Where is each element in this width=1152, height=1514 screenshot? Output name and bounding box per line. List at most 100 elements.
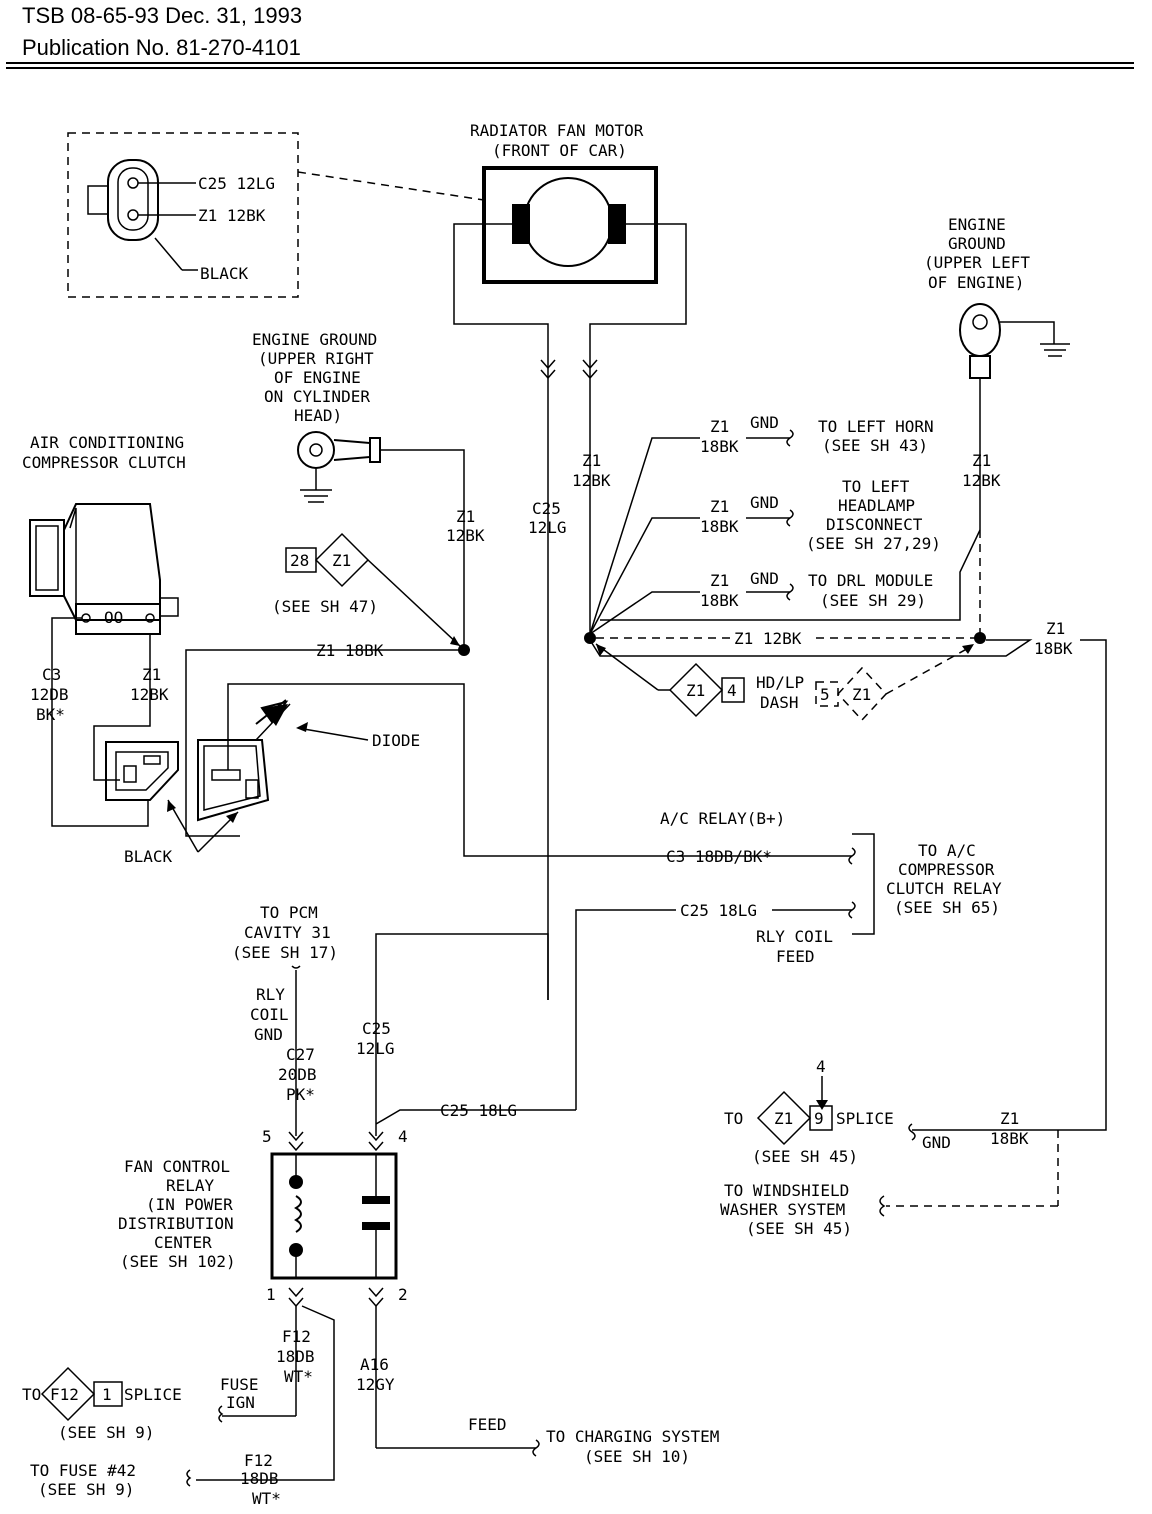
svg-text:(SEE SH 43): (SEE SH 43): [822, 436, 928, 455]
svg-text:CAVITY 31: CAVITY 31: [244, 923, 331, 942]
svg-text:Z1: Z1: [142, 665, 161, 684]
svg-text:(SEE SH 9): (SEE SH 9): [38, 1480, 134, 1499]
svg-text:TO CHARGING SYSTEM: TO CHARGING SYSTEM: [546, 1427, 719, 1446]
svg-text:18BK: 18BK: [1034, 639, 1073, 658]
svg-text:(SEE SH 17): (SEE SH 17): [232, 943, 338, 962]
svg-text:12BK: 12BK: [446, 526, 485, 545]
svg-text:A16: A16: [360, 1355, 389, 1374]
svg-text:Z1: Z1: [852, 685, 871, 704]
connector-inset: C25 12LG Z1 12BK BLACK: [67, 132, 485, 298]
svg-text:COMPRESSOR CLUTCH: COMPRESSOR CLUTCH: [22, 453, 186, 472]
header-rule-top: [6, 62, 1134, 64]
svg-text:PK*: PK*: [286, 1085, 315, 1104]
svg-text:AIR CONDITIONING: AIR CONDITIONING: [30, 433, 184, 452]
svg-text:A/C RELAY(B+): A/C RELAY(B+): [660, 809, 785, 828]
ac-relay-section: A/C RELAY(B+) C3 18DB/BK* TO A/C COMPRES…: [575, 809, 1002, 1110]
svg-text:GND: GND: [750, 493, 779, 512]
svg-text:C25 18LG: C25 18LG: [680, 901, 757, 920]
svg-text:WT*: WT*: [252, 1489, 281, 1508]
svg-text:(SEE SH 27,29): (SEE SH 27,29): [806, 534, 941, 553]
svg-text:5: 5: [820, 685, 830, 704]
svg-text:18BK: 18BK: [700, 517, 739, 536]
svg-text:12LG: 12LG: [356, 1039, 395, 1058]
svg-text:1: 1: [102, 1385, 112, 1404]
svg-text:1: 1: [266, 1285, 276, 1304]
svg-text:FUSE: FUSE: [220, 1375, 259, 1394]
inset-c25-label: C25 12LG: [198, 174, 275, 193]
svg-text:BK*: BK*: [36, 705, 65, 724]
svg-text:Z1: Z1: [332, 551, 351, 570]
svg-text:SPLICE: SPLICE: [836, 1109, 894, 1128]
svg-text:OO: OO: [104, 608, 123, 627]
svg-text:Z1: Z1: [1046, 619, 1065, 638]
svg-text:ON CYLINDER: ON CYLINDER: [264, 387, 370, 406]
svg-text:FAN CONTROL: FAN CONTROL: [124, 1157, 230, 1176]
svg-text:(IN POWER: (IN POWER: [146, 1195, 233, 1214]
engine-ground-upper-right: ENGINE GROUND (UPPER RIGHT OF ENGINE ON …: [252, 330, 567, 650]
svg-text:(SEE SH 45): (SEE SH 45): [752, 1147, 858, 1166]
svg-text:(SEE SH 47): (SEE SH 47): [272, 597, 378, 616]
svg-text:TO: TO: [724, 1109, 743, 1128]
svg-text:4: 4: [398, 1127, 408, 1146]
connector-28-z1: 28 Z1 (SEE SH 47) Z1 18BK: [185, 532, 470, 752]
svg-text:FEED: FEED: [468, 1415, 507, 1434]
svg-text:TO LEFT: TO LEFT: [842, 477, 910, 496]
svg-text:18DB: 18DB: [240, 1469, 279, 1488]
svg-text:COIL: COIL: [250, 1005, 289, 1024]
svg-text:28: 28: [290, 551, 309, 570]
svg-text:12LG: 12LG: [528, 518, 567, 537]
fan-motor-subtitle: (FRONT OF CAR): [492, 141, 627, 160]
svg-text:(SEE SH 45): (SEE SH 45): [746, 1219, 852, 1238]
svg-text:C25: C25: [532, 499, 561, 518]
svg-text:DASH: DASH: [760, 693, 799, 712]
svg-text:12BK: 12BK: [962, 471, 1001, 490]
svg-text:(SEE SH 102): (SEE SH 102): [120, 1252, 236, 1271]
pcm-feed-section: TO PCM CAVITY 31 (SEE SH 17) RLY COIL GN…: [232, 903, 576, 1136]
svg-text:Z1: Z1: [686, 681, 705, 700]
svg-text:Z1: Z1: [774, 1109, 793, 1128]
splice-washer-section: 4 TO Z1 9 SPLICE (SEE SH 45) GND Z1 18BK…: [720, 1057, 1058, 1238]
clutch-connectors: DIODE BLACK: [105, 683, 806, 866]
black-label: BLACK: [124, 847, 173, 866]
svg-text:TO FUSE #42: TO FUSE #42: [30, 1461, 136, 1480]
fuse-section: F12 18DB WT* TO F12 1 SPLICE (SEE SH 9) …: [22, 1305, 719, 1508]
svg-text:HEADLAMP: HEADLAMP: [838, 496, 915, 515]
svg-text:Z1: Z1: [710, 417, 729, 436]
fan-motor-title: RADIATOR FAN MOTOR: [470, 121, 644, 140]
diode-label: DIODE: [372, 731, 420, 750]
svg-text:Z1 12BK: Z1 12BK: [734, 629, 802, 648]
svg-text:GND: GND: [254, 1025, 283, 1044]
svg-text:18BK: 18BK: [990, 1129, 1029, 1148]
svg-text:18BK: 18BK: [700, 437, 739, 456]
header-tsb-line: TSB 08-65-93 Dec. 31, 1993: [22, 3, 303, 28]
svg-text:SPLICE: SPLICE: [124, 1385, 182, 1404]
svg-text:RLY COIL: RLY COIL: [756, 927, 833, 946]
svg-text:(UPPER RIGHT: (UPPER RIGHT: [258, 349, 374, 368]
svg-text:2: 2: [398, 1285, 408, 1304]
svg-text:Z1: Z1: [582, 451, 601, 470]
svg-text:9: 9: [814, 1109, 824, 1128]
svg-text:RELAY: RELAY: [166, 1176, 215, 1195]
svg-text:CLUTCH RELAY: CLUTCH RELAY: [886, 879, 1002, 898]
svg-text:Z1: Z1: [1000, 1109, 1019, 1128]
svg-text:(SEE SH 10): (SEE SH 10): [584, 1447, 690, 1466]
svg-text:18BK: 18BK: [700, 591, 739, 610]
svg-text:ENGINE: ENGINE: [948, 215, 1006, 234]
svg-text:4: 4: [816, 1057, 826, 1076]
ac-compressor-clutch: AIR CONDITIONING COMPRESSOR CLUTCH OO C3…: [22, 433, 186, 827]
svg-text:20DB: 20DB: [278, 1065, 317, 1084]
engine-ground-upper-left: ENGINE GROUND (UPPER LEFT OF ENGINE) Z1 …: [924, 215, 1070, 634]
svg-text:DISCONNECT: DISCONNECT: [826, 515, 923, 534]
svg-text:TO WINDSHIELD: TO WINDSHIELD: [724, 1181, 849, 1200]
svg-text:F12: F12: [50, 1385, 79, 1404]
svg-text:C27: C27: [286, 1045, 315, 1064]
svg-text:GND: GND: [922, 1133, 951, 1152]
svg-text:TO PCM: TO PCM: [260, 903, 318, 922]
svg-text:HEAD): HEAD): [294, 406, 342, 425]
svg-text:F12: F12: [244, 1451, 273, 1470]
svg-text:Z1: Z1: [456, 507, 475, 526]
svg-text:GND: GND: [750, 569, 779, 588]
svg-text:C3: C3: [42, 665, 61, 684]
svg-text:DISTRIBUTION: DISTRIBUTION: [118, 1214, 234, 1233]
